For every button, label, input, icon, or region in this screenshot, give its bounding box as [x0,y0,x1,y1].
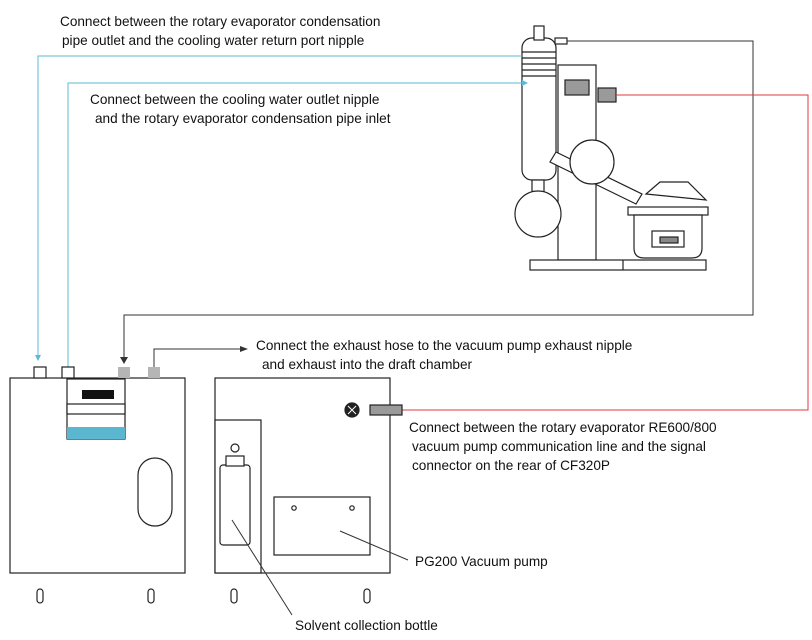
condenser-column [521,37,557,181]
cooling-outlet-nipple [61,366,75,379]
bottle-leader-line [231,519,293,616]
signal-connector [369,404,403,416]
water-tank-level [67,427,125,439]
pump-leader-line [339,530,409,561]
evaporator-connector-box [564,79,590,96]
chiller-foot-left [36,588,44,604]
cooling-return-arrowhead [35,355,41,361]
heating-bath-rim [627,206,709,216]
signal-line [402,94,809,411]
exhaust-arrowhead [240,346,248,352]
cooling-supply-arrowhead [522,80,528,86]
cooling-return-line [37,55,522,355]
solvent-bottle [219,464,251,546]
exhaust-line [153,346,248,367]
vacuum-pump-unit [214,377,403,604]
pump-foot-right [363,588,371,604]
chiller-display [82,390,114,399]
bath-display [659,236,679,244]
evaporator-base [529,259,707,271]
signal-line1: Connect between the rotary evaporator RE… [409,420,717,435]
cooling-return-nipple [33,366,47,379]
condensation-inlet-line1: Connect between the cooling water outlet… [90,92,380,107]
chiller-foot-right [147,588,155,604]
leader-lines [231,519,409,616]
cooling-lines [35,55,528,367]
signal-line3: connector on the rear of CF320P [412,458,610,473]
pump-module [273,496,371,556]
rotary-evaporator [514,25,709,271]
evaporator-signal-connector [597,87,617,103]
exhaust-line2: and exhaust into the draft chamber [262,357,473,372]
exhaust-line1: Connect the exhaust hose to the vacuum p… [256,338,633,353]
evaporating-flask [569,139,615,185]
pump-foot-left [230,588,238,604]
pump-screw-left [291,505,297,511]
cooling-supply-line [67,82,522,367]
vacuum-arrowhead [120,357,128,364]
condenser-top-cap [533,25,545,41]
condensation-inlet-label: Connect between the cooling water outlet… [90,90,391,128]
receiving-flask [514,190,562,238]
signal-label: Connect between the rotary evaporator RE… [409,418,717,475]
chiller-unit [9,366,186,604]
condensation-outlet-label: Connect between the rotary evaporator co… [60,12,380,50]
receiving-neck [531,179,545,193]
bottle-cap [230,443,240,453]
condenser-coils [522,51,556,77]
chiller-window [137,457,173,527]
exhaust-label: Connect the exhaust hose to the vacuum p… [256,336,632,374]
pump-screw-right [349,505,355,511]
bottle-neck [225,455,245,467]
pump-label: PG200 Vacuum pump [415,554,548,569]
bath-lid [644,181,708,201]
condensation-outlet-line2: pipe outlet and the cooling water return… [62,33,365,48]
condenser-top-nipple [554,37,568,45]
chiller-panel-divider [66,403,126,415]
bottle-label: Solvent collection bottle [295,618,438,633]
vacuum-inlet-nipple [118,367,130,378]
signal-line2: vacuum pump communication line and the s… [412,439,706,454]
condensation-outlet-line1: Connect between the rotary evaporator co… [60,14,381,29]
condensation-inlet-line2: and the rotary evaporator condensation p… [95,111,391,126]
signal-cable [402,94,809,411]
exhaust-nipple [148,367,160,378]
vacuum-line [120,40,754,364]
